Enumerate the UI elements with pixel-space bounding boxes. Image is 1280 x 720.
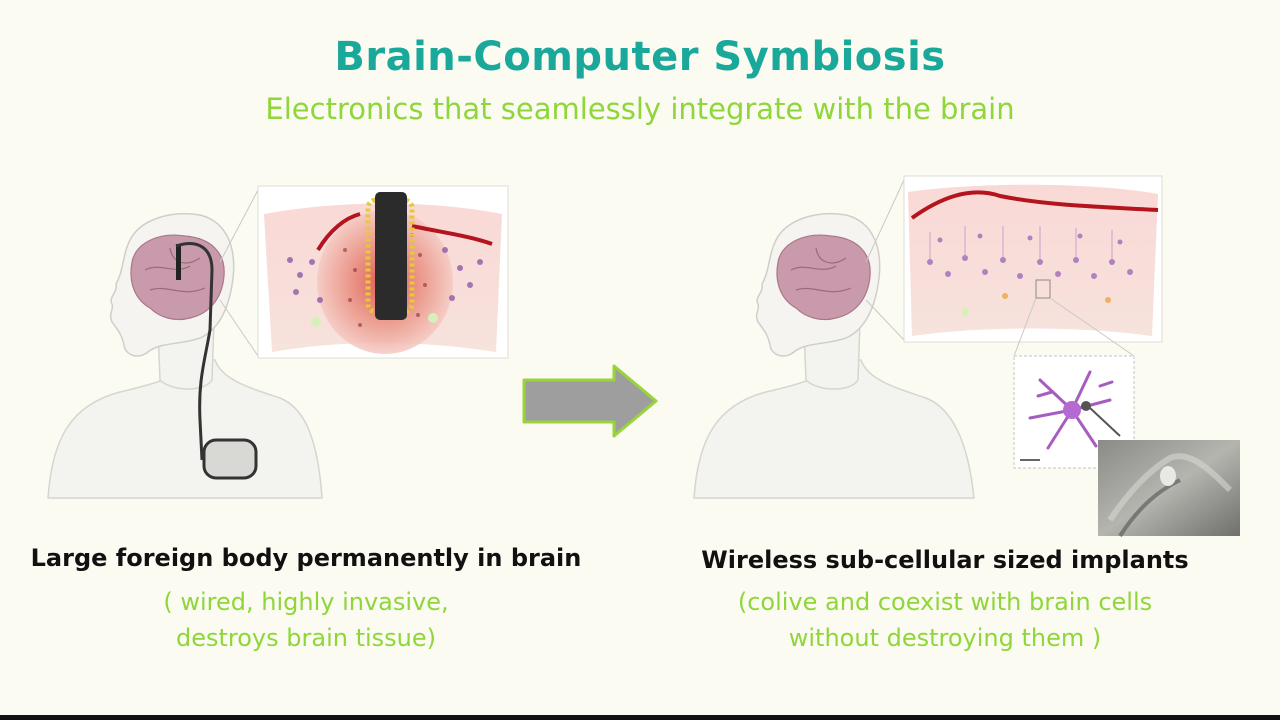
left-caption-line2: destroys brain tissue) bbox=[175, 624, 436, 652]
right-caption-title: Wireless sub-cellular sized implants bbox=[701, 546, 1189, 574]
right-caption-line1: (colive and coexist with brain cells bbox=[737, 588, 1153, 616]
sem-micrograph-image bbox=[1098, 440, 1240, 538]
transition-arrow-icon bbox=[522, 364, 658, 438]
neuron-icon bbox=[1063, 401, 1081, 419]
left-caption-title: Large foreign body permanently in brain bbox=[30, 544, 582, 572]
slide-subtitle: Electronics that seamlessly integrate wi… bbox=[265, 92, 1015, 126]
zoom-box-icon bbox=[1035, 279, 1051, 299]
left-battery-pack-icon bbox=[202, 438, 258, 480]
right-tissue-inset bbox=[903, 175, 1163, 357]
left-tissue-inset bbox=[257, 185, 509, 359]
slide-title: Brain-Computer Symbiosis bbox=[334, 34, 946, 80]
large-probe-icon bbox=[375, 192, 407, 320]
bottom-border bbox=[0, 715, 1280, 720]
left-person-illustration bbox=[47, 189, 323, 499]
right-brain-icon bbox=[776, 234, 871, 321]
left-caption-line1: ( wired, highly invasive, bbox=[163, 588, 449, 616]
right-caption-line2: without destroying them ) bbox=[788, 624, 1102, 652]
left-probe-icon bbox=[176, 244, 181, 280]
right-person-illustration bbox=[693, 179, 975, 499]
